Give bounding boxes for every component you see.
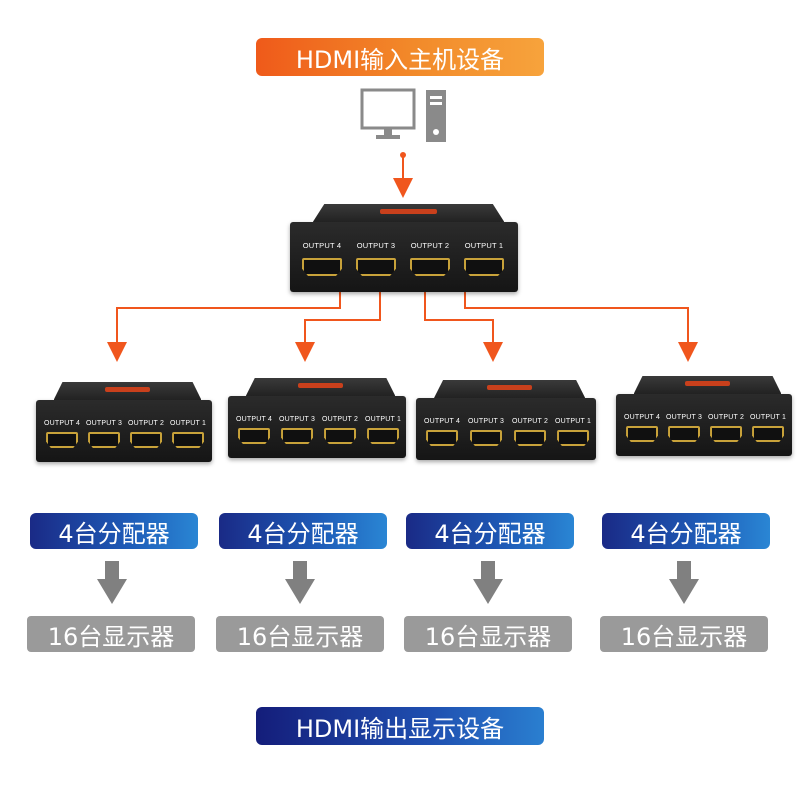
hdmi-port-icon (302, 258, 342, 276)
port-output-4: OUTPUT 4 (302, 241, 342, 276)
hdmi-port-icon (130, 432, 163, 448)
display-label-2: 16台显示器 (216, 616, 384, 652)
hdmi-port-icon (514, 430, 547, 446)
port-output-2: OUTPUT 2 (410, 241, 450, 276)
branch-arrow-3 (424, 292, 503, 362)
hdmi-port-icon (238, 428, 271, 444)
hdmi-port-icon (88, 432, 121, 448)
display-label-1: 16台显示器 (27, 616, 195, 652)
hdmi-port-icon (367, 428, 400, 444)
hdmi-port-icon (46, 432, 79, 448)
hdmi-port-icon (752, 426, 785, 442)
port-output-3: OUTPUT 3 (356, 241, 396, 276)
display-label-4: 16台显示器 (600, 616, 768, 652)
splitter-label-1: 4台分配器 (30, 513, 198, 549)
gray-arrow-2 (285, 561, 315, 604)
hdmi-port-icon (710, 426, 743, 442)
hdmi-port-icon (626, 426, 659, 442)
splitter-unit-3: OUTPUT 4 OUTPUT 3 OUTPUT 2 OUTPUT 1 (416, 380, 596, 460)
splitter-unit-1: OUTPUT 4 OUTPUT 3 OUTPUT 2 OUTPUT 1 (36, 382, 212, 462)
branch-arrow-4 (464, 292, 698, 362)
hdmi-port-icon (557, 430, 590, 446)
hdmi-port-icon (410, 258, 450, 276)
hdmi-port-icon (324, 428, 357, 444)
hdmi-port-icon (356, 258, 396, 276)
input-host-label: HDMI输入主机设备 (256, 38, 544, 76)
hdmi-port-icon (281, 428, 314, 444)
output-display-label: HDMI输出显示设备 (256, 707, 544, 745)
gray-arrow-3 (473, 561, 503, 604)
computer-icon (360, 88, 446, 142)
splitter-unit-2: OUTPUT 4 OUTPUT 3 OUTPUT 2 OUTPUT 1 (228, 378, 406, 458)
hdmi-port-icon (668, 426, 701, 442)
hdmi-port-icon (470, 430, 503, 446)
branch-arrow-1 (107, 290, 341, 362)
port-output-1: OUTPUT 1 (464, 241, 504, 276)
hdmi-port-icon (172, 432, 205, 448)
splitter-label-4: 4台分配器 (602, 513, 770, 549)
gray-arrow-4 (669, 561, 699, 604)
splitter-unit-4: OUTPUT 4 OUTPUT 3 OUTPUT 2 OUTPUT 1 (616, 376, 792, 456)
main-splitter: OUTPUT 4 OUTPUT 3 OUTPUT 2 OUTPUT 1 (290, 204, 518, 292)
splitter-label-3: 4台分配器 (406, 513, 574, 549)
branch-arrow-2 (295, 292, 381, 362)
display-label-3: 16台显示器 (404, 616, 572, 652)
gray-arrow-1 (97, 561, 127, 604)
hdmi-port-icon (426, 430, 459, 446)
hdmi-port-icon (464, 258, 504, 276)
splitter-label-2: 4台分配器 (219, 513, 387, 549)
